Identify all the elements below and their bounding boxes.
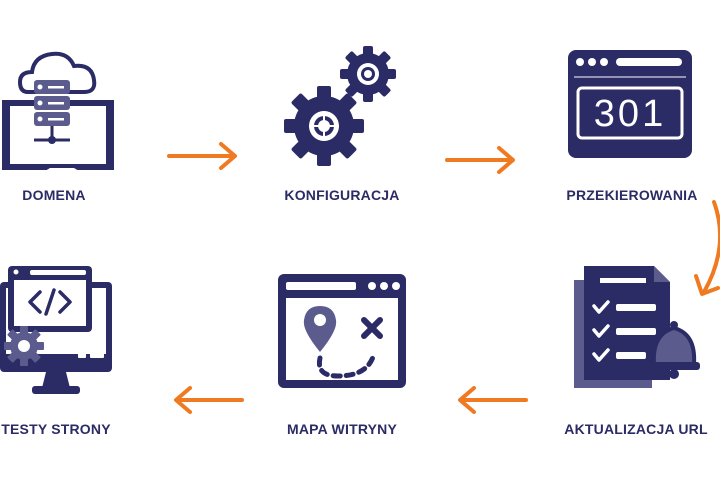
checklist-bell-icon [574,266,700,388]
arrow-right-icon [167,142,237,170]
sitemap-browser-icon [278,274,406,388]
step-label-domena: DOMENA [22,187,86,203]
step-label-mapa-witryny: MAPA WITRYNY [287,421,397,437]
step-label-przekierowania: PRZEKIEROWANIA [566,187,698,203]
cloud-server-laptop-icon [2,51,114,170]
gears-icon [284,46,396,166]
step-label-konfiguracja: KONFIGURACJA [284,187,400,203]
redirect-301-browser-icon: 301 [568,50,692,158]
arrow-left-icon [458,386,528,414]
arrow-left-icon [174,386,244,414]
step-label-testy-strony: TESTY STRONY [1,421,111,437]
step-label-aktualizacja-url: AKTUALIZACJA URL [564,421,708,437]
arrow-right-icon [445,146,515,174]
redirect-code-text: 301 [594,93,666,135]
code-monitor-gear-icon [0,266,112,394]
